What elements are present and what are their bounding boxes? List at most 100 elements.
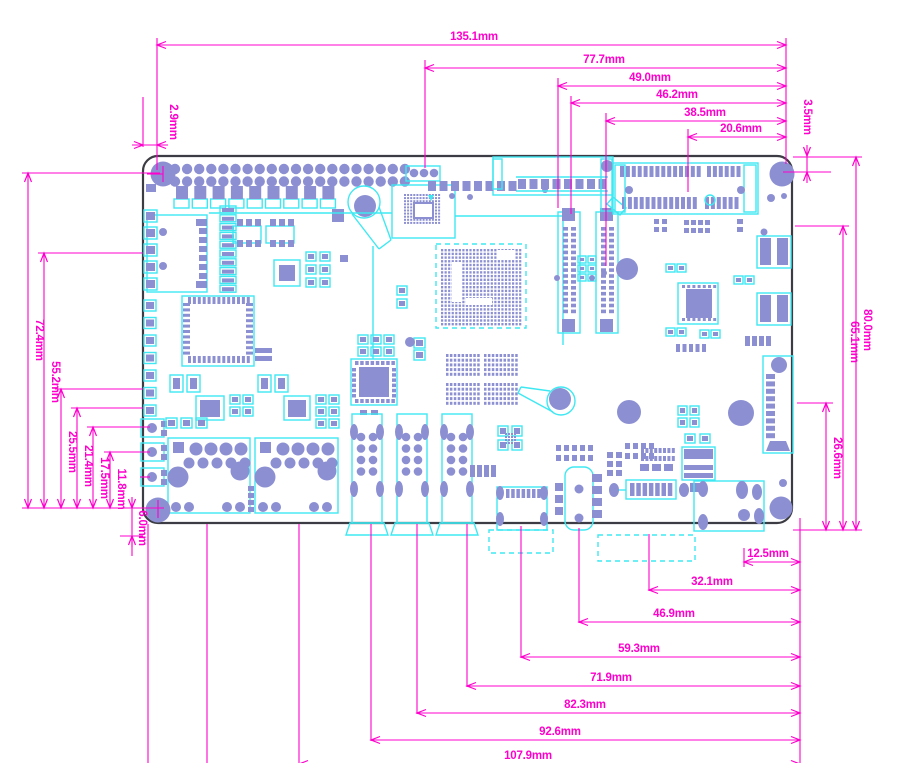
pad-dot [271,502,281,512]
pad-rect [511,368,514,372]
pad-rect [490,274,493,278]
pad-rect [641,448,644,453]
pad-dot [266,163,277,175]
pad-rect [446,397,449,401]
pad-rect [416,340,423,346]
pad-rect [365,399,369,403]
pad-rect [497,308,500,311]
pad-rect [495,372,499,376]
pad-rect [490,252,493,256]
pad-dot [309,502,319,512]
pad-rect [499,354,503,357]
pad-rect [461,383,465,386]
component-shape [196,219,207,226]
pad-rect [465,289,469,293]
pad-rect [676,344,680,352]
component-shape [195,395,225,421]
pad-rect [494,311,497,315]
pad-rect [519,300,522,304]
pad-rect [662,219,667,224]
pad-rect [515,397,518,401]
pad-rect [441,323,444,326]
pad-rect [457,387,461,391]
pad-rect [483,263,486,267]
pad-rect [495,383,499,386]
component-shape [617,400,641,424]
pad-rect [519,249,522,252]
pad-rect [722,197,727,209]
pad-rect [503,358,506,362]
pad-rect [497,323,500,326]
pad-rect [322,267,328,272]
pad-rect [396,285,408,296]
pad-rect [439,181,448,191]
pad-rect [472,282,476,285]
pad-rect [457,368,461,372]
pad-rect [661,483,666,496]
pad-rect [360,399,364,403]
pad-rect [512,304,515,307]
pad-rect [679,166,683,177]
pad-rect [587,264,597,273]
pad-rect [222,234,234,239]
pad-rect [491,401,495,405]
pad-dot [290,163,302,175]
pad-rect [407,203,410,206]
pad-rect [663,197,668,209]
pad-rect [444,300,447,304]
pad-rect [476,256,479,259]
pad-rect [183,324,190,328]
pad-rect [476,319,479,322]
pad-rect [601,280,606,284]
pad-rect [357,334,369,345]
pad-rect [515,271,518,274]
dimension-label: 46.9mm [653,608,695,620]
pad-rect [487,397,491,401]
component-shape [435,522,479,536]
pad-rect [476,260,479,263]
component-shape [395,481,403,497]
pad-rect [428,181,436,191]
pad-dot [458,444,468,453]
pad-rect [515,263,518,267]
pad-rect [483,260,486,263]
pad-rect [469,249,472,252]
pad-rect [609,256,614,261]
pad-dot [356,444,366,453]
pad-rect [444,323,447,326]
pad-rect [766,425,775,431]
pad-rect [370,334,382,345]
pad-rect [490,263,493,267]
pad-rect [641,456,644,461]
pad-rect [444,293,447,296]
pad-rect [665,263,676,273]
pad-rect [507,397,510,401]
pad-rect [416,197,419,200]
pad-rect [143,243,158,257]
pad-rect [465,363,468,367]
pad-rect [461,358,465,362]
pad-rect [441,304,444,307]
pad-dot [446,455,456,465]
pad-rect [425,197,428,200]
component-shape [181,295,255,367]
component-shape [167,466,189,488]
pad-rect [381,399,385,403]
pad-rect [483,289,486,293]
pad-rect [682,318,685,321]
pad-rect [630,483,635,496]
component-shape [255,348,272,353]
dimension-arrow [838,224,848,236]
silk-line [351,213,380,250]
pad-rect [766,411,775,416]
pad-rect [494,274,497,278]
pad-rect [487,311,490,315]
pad-rect [616,470,622,476]
pad-rect [512,289,515,293]
pad-rect [601,250,606,255]
pad-rect [322,254,328,259]
component-shape [440,481,448,497]
pad-rect [497,315,500,318]
pad-rect [505,442,507,444]
pad-rect [682,285,685,288]
